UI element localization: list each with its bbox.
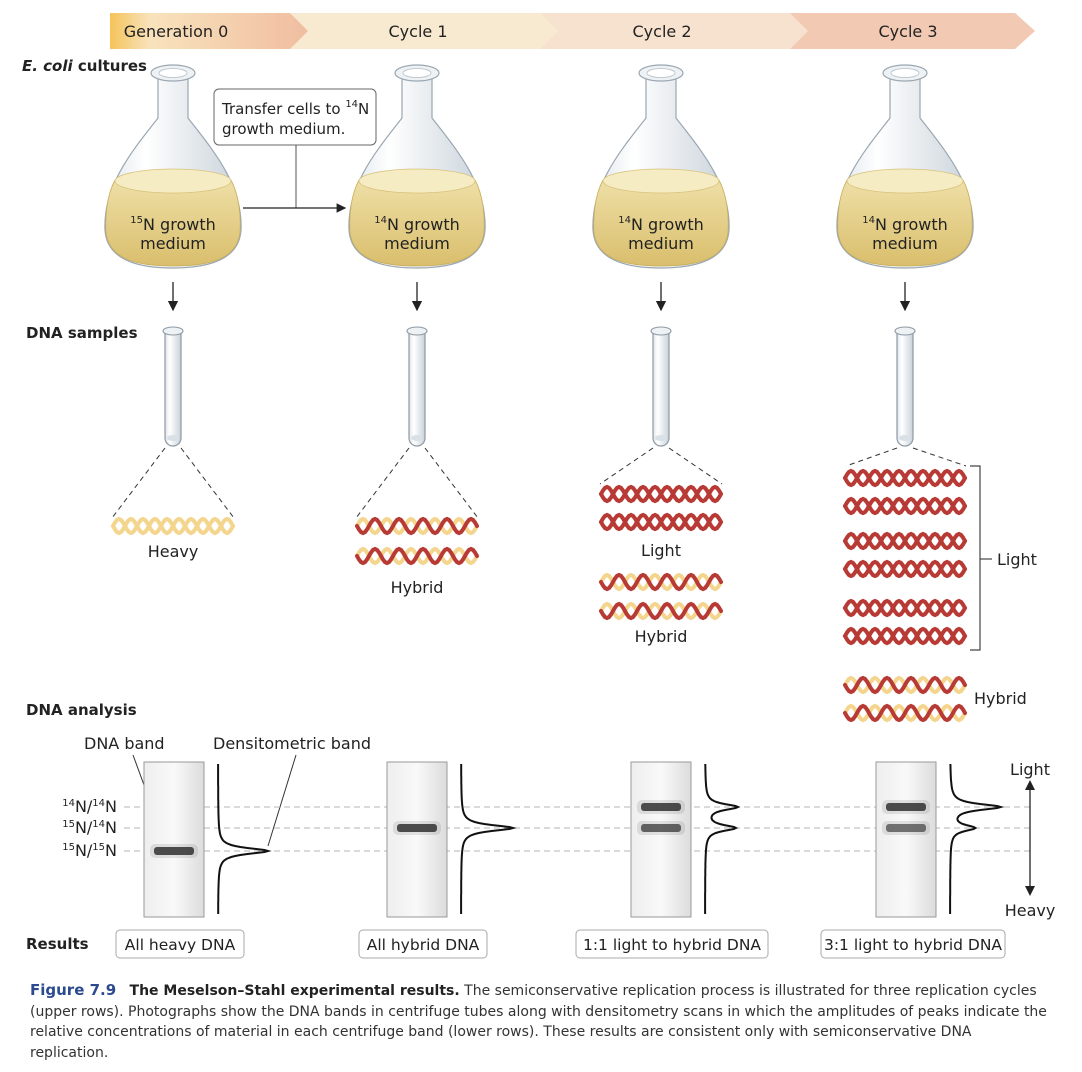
svg-text:Transfer cells to 14N: Transfer cells to 14N xyxy=(221,99,369,118)
svg-text:growth medium.: growth medium. xyxy=(222,120,345,138)
label-densitometric-band: Densitometric band xyxy=(213,734,371,753)
caption-body: The semiconservative replication process… xyxy=(30,983,1047,1061)
callout-densitometric xyxy=(267,754,297,847)
centrifuge-tube-2 xyxy=(630,761,741,918)
transfer-note: Transfer cells to 14N growth medium. xyxy=(213,88,377,213)
centrifuge-tube-1 xyxy=(386,761,517,918)
zoom-lines xyxy=(111,447,967,519)
label-dna-band: DNA band xyxy=(84,734,165,753)
flask-to-tube-arrows xyxy=(167,282,911,312)
sample-tube-2 xyxy=(650,326,672,447)
helix-hybrid xyxy=(599,572,723,592)
band-label-15n-15n: 15N/15N xyxy=(62,841,117,860)
stage-label-1: Cycle 1 xyxy=(389,22,448,41)
densitometry-curve xyxy=(460,764,517,914)
densitometry-curve xyxy=(217,764,272,914)
flask-label-line2: medium xyxy=(872,234,938,253)
stage-arrow-band: Generation 0 Cycle 1 Cycle 2 Cycle 3 xyxy=(110,13,1035,49)
result-gen0: All heavy DNA xyxy=(125,936,236,954)
helix-light xyxy=(843,626,967,646)
flask-label-line1: 15N growth xyxy=(130,215,215,234)
meselson-stahl-diagram: Generation 0 Cycle 1 Cycle 2 Cycle 3 E. … xyxy=(22,13,1056,959)
axis-label-light: Light xyxy=(1010,760,1050,779)
helix-hybrid xyxy=(599,601,723,621)
helix-hybrid xyxy=(355,516,479,536)
label-hybrid-cycle2: Hybrid xyxy=(635,627,688,646)
label-hybrid-cycle3: Hybrid xyxy=(974,689,1027,708)
dna-band xyxy=(397,824,437,832)
dna-band xyxy=(886,824,926,832)
flask-label-line1: 14N growth xyxy=(618,215,703,234)
row-label-samples: DNA samples xyxy=(26,324,138,342)
stage-label-2: Cycle 2 xyxy=(633,22,692,41)
dna-band xyxy=(641,803,681,811)
flask-label-line2: medium xyxy=(140,234,206,253)
flask-label-line1: 14N growth xyxy=(374,215,459,234)
sample-tube-3 xyxy=(894,326,916,447)
flask-label-line1: 14N growth xyxy=(862,215,947,234)
dna-band xyxy=(154,847,194,855)
row-label-results: Results xyxy=(26,935,89,953)
helix-hybrid xyxy=(843,703,967,723)
centrifuge-tube-3 xyxy=(875,761,1005,918)
band-label-14n-14n: 14N/14N xyxy=(62,797,117,816)
densitometry-curve xyxy=(704,764,741,914)
flask-label-line2: medium xyxy=(628,234,694,253)
flask-label-line2: medium xyxy=(384,234,450,253)
dna-band xyxy=(641,824,681,832)
axis-label-heavy: Heavy xyxy=(1005,901,1056,920)
dna-band xyxy=(886,803,926,811)
helix-light xyxy=(843,559,967,579)
stage-label-0: Generation 0 xyxy=(124,22,229,41)
row-label-analysis: DNA analysis xyxy=(26,701,137,719)
results-row: All heavy DNA All hybrid DNA 1:1 light t… xyxy=(115,929,1006,959)
helix-light xyxy=(599,484,723,504)
label-light-cycle2: Light xyxy=(641,541,681,560)
centrifuge-tube-0 xyxy=(143,761,272,918)
band-label-15n-14n: 15N/14N xyxy=(62,818,117,837)
helix-light xyxy=(843,496,967,516)
helix-light xyxy=(599,512,723,532)
helix-light xyxy=(843,531,967,551)
helix-hybrid xyxy=(355,546,479,566)
helix-heavy xyxy=(111,516,235,536)
caption-title: The Meselson–Stahl experimental results. xyxy=(129,983,460,999)
helix-light xyxy=(843,468,967,488)
dna-helix-group xyxy=(111,468,967,723)
figure-caption: Figure 7.9 The Meselson–Stahl experiment… xyxy=(30,980,1050,1063)
sample-tube-0 xyxy=(162,326,184,447)
helix-light xyxy=(843,598,967,618)
result-cycle3: 3:1 light to hybrid DNA xyxy=(824,936,1002,954)
result-cycle2: 1:1 light to hybrid DNA xyxy=(583,936,761,954)
stage-label-3: Cycle 3 xyxy=(879,22,938,41)
analysis-row xyxy=(143,761,1005,918)
label-light-cycle3: Light xyxy=(997,550,1037,569)
label-hybrid-cycle1: Hybrid xyxy=(391,578,444,597)
light-bracket-cycle3 xyxy=(970,465,992,651)
densitometry-curve xyxy=(949,764,1005,914)
row-label-cultures: E. coli cultures xyxy=(22,57,147,75)
sample-tube-1 xyxy=(406,326,428,447)
helix-hybrid xyxy=(843,675,967,695)
sample-tube-row xyxy=(162,326,916,447)
caption-number: Figure 7.9 xyxy=(30,981,117,999)
result-cycle1: All hybrid DNA xyxy=(367,936,480,954)
label-heavy: Heavy xyxy=(148,542,199,561)
density-axis: Light Heavy xyxy=(1005,760,1056,920)
